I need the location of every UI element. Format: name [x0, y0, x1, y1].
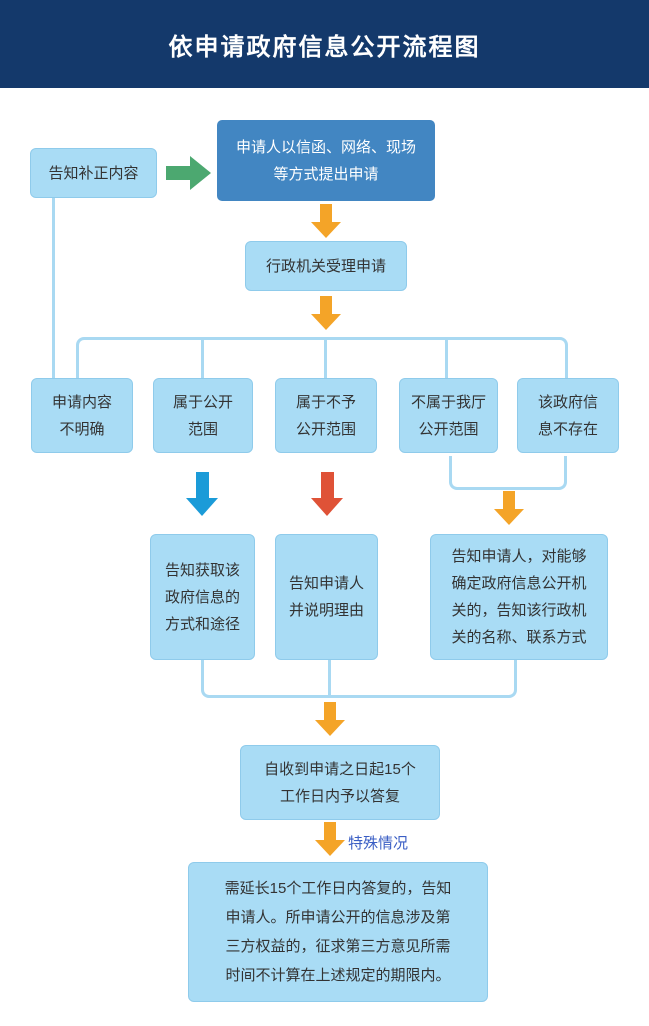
node-inform-method-label: 告知获取该 政府信息的 方式和途径 — [164, 561, 240, 633]
orange-down-arrow-reply-icon — [315, 702, 345, 736]
node-accept-application: 行政机关受理申请 — [245, 241, 407, 291]
node-reply-15-days-label: 自收到申请之日起15个 工作日内予以答复 — [264, 760, 416, 805]
node-accept-application-label: 行政机关受理申请 — [265, 257, 386, 275]
node-within-scope-label: 属于公开 范围 — [172, 393, 233, 438]
blue-down-arrow-icon — [186, 472, 218, 516]
orange-down-arrow-accept-icon — [311, 296, 341, 330]
header-bar: 依申请政府信息公开流程图 — [0, 0, 649, 88]
node-content-unclear: 申请内容 不明确 — [31, 378, 133, 453]
node-info-not-exist-label: 该政府信 息不存在 — [537, 393, 598, 438]
node-inform-reason: 告知申请人 并说明理由 — [275, 534, 378, 660]
node-reply-15-days: 自收到申请之日起15个 工作日内予以答复 — [240, 745, 440, 820]
node-extension-note-label: 需延长15个工作日内答复的，告知 申请人。所申请公开的信息涉及第 三方权益的，征… — [224, 880, 452, 984]
node-inform-agency: 告知申请人，对能够 确定政府信息公开机 关的，告知该行政机 关的名称、联系方式 — [430, 534, 608, 660]
connector-drop-not-our-scope — [445, 339, 448, 378]
node-submit-application-label: 申请人以信函、网络、现场 等方式提出申请 — [235, 138, 416, 183]
orange-down-arrow-special-icon — [315, 822, 345, 856]
node-inform-method: 告知获取该 政府信息的 方式和途径 — [150, 534, 255, 660]
orange-down-arrow-submit-icon — [311, 204, 341, 238]
special-case-label: 特殊情况 — [348, 835, 409, 852]
connector-feedback-line — [52, 198, 55, 380]
connector-drop-no-disclosure — [324, 339, 327, 378]
orange-down-arrow-agency-icon — [494, 491, 524, 525]
node-within-scope: 属于公开 范围 — [153, 378, 253, 453]
node-inform-agency-label: 告知申请人，对能够 确定政府信息公开机 关的，告知该行政机 关的名称、联系方式 — [451, 548, 587, 646]
node-not-our-scope-label: 不属于我厅 公开范围 — [410, 393, 486, 438]
connector-drop-inform-reason — [328, 660, 331, 698]
node-extension-note: 需延长15个工作日内答复的，告知 申请人。所申请公开的信息涉及第 三方权益的，征… — [188, 862, 488, 1002]
node-submit-application: 申请人以信函、网络、现场 等方式提出申请 — [217, 120, 435, 201]
red-down-arrow-icon — [311, 472, 343, 516]
node-inform-reason-label: 告知申请人 并说明理由 — [288, 575, 364, 619]
connector-drop-within-scope — [201, 339, 204, 378]
node-not-our-scope: 不属于我厅 公开范围 — [399, 378, 498, 453]
page-title: 依申请政府信息公开流程图 — [168, 33, 481, 61]
node-no-disclosure-scope: 属于不予 公开范围 — [275, 378, 377, 453]
green-right-arrow-icon — [166, 156, 211, 190]
node-notify-correction-label: 告知补正内容 — [48, 164, 139, 182]
node-no-disclosure-scope-label: 属于不予 公开范围 — [295, 393, 356, 438]
connector-merge-bracket-bottom — [201, 660, 517, 698]
node-notify-correction: 告知补正内容 — [30, 148, 157, 198]
node-content-unclear-label: 申请内容 不明确 — [51, 393, 112, 438]
node-info-not-exist: 该政府信 息不存在 — [517, 378, 619, 453]
connector-merge-bracket-right — [449, 456, 567, 490]
connector-branch-bracket — [76, 337, 568, 378]
